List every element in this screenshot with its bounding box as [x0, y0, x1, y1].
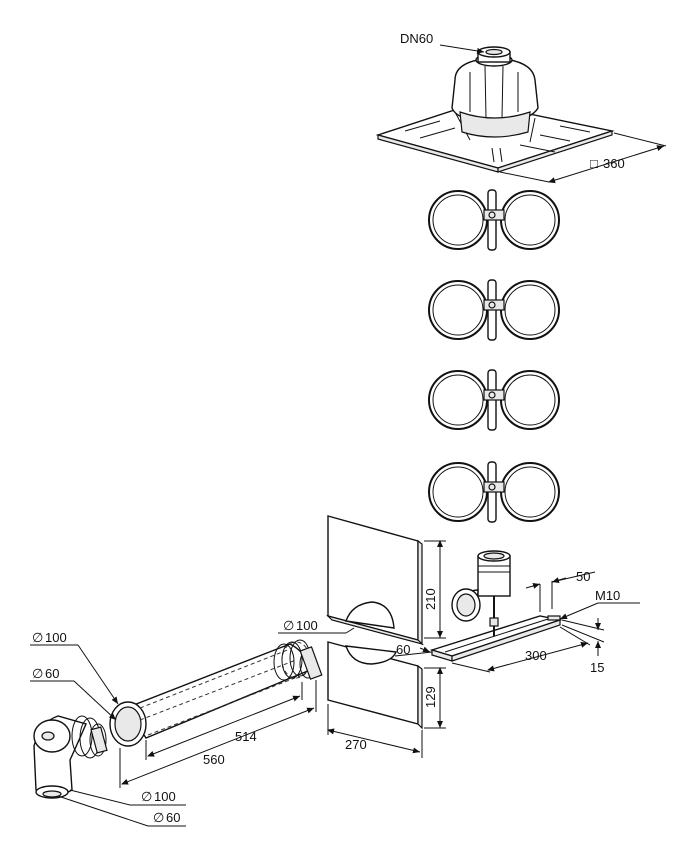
square-symbol: □: [590, 156, 598, 171]
dia-60-upper-leader: [30, 680, 117, 721]
wall-plate-lower: [327, 641, 423, 730]
dim-129-label: 129: [423, 686, 438, 708]
wall-plate-upper: [325, 515, 425, 646]
dia-100-pipe-label: 100: [296, 618, 318, 633]
dia-100-pipe-leader: [278, 627, 355, 634]
roof-flashing: [375, 46, 615, 173]
dia-100-upper-label: 100: [45, 630, 67, 645]
dia-symbol-a: ∅: [32, 630, 43, 645]
dim-60-bracket-label: 60: [396, 642, 410, 657]
dim-514-label: 514: [235, 729, 257, 744]
pipe-clamp-2: [428, 279, 560, 341]
elbow-fitting: [33, 715, 108, 799]
dia-60-upper-label: 60: [45, 666, 59, 681]
dia-symbol-c: ∅: [283, 618, 294, 633]
dia-symbol-b: ∅: [32, 666, 43, 681]
dia-symbol-d: ∅: [141, 789, 152, 804]
dim-560-label: 560: [203, 752, 225, 767]
dia-100-upper-leader: [30, 644, 119, 705]
support-bracket: [429, 550, 563, 662]
dia-100-lower-leader: [69, 789, 186, 806]
dim-15-label: 15: [590, 660, 604, 675]
dim-50: [525, 571, 596, 612]
pipe-clamp-1: [428, 189, 560, 251]
dim-560: [119, 680, 317, 788]
m10-leader: [559, 602, 640, 620]
dim-129: [424, 667, 446, 729]
dia-symbol-e: ∅: [153, 810, 164, 825]
dim-360: [499, 132, 667, 184]
dim-15: [561, 618, 605, 656]
dim-60-bracket: [394, 646, 433, 657]
pipe-clamp-4: [428, 461, 560, 523]
dia-60-lower-label: 60: [166, 810, 180, 825]
concentric-pipe: [109, 639, 323, 747]
dim-210-label: 210: [423, 588, 438, 610]
pipe-clamp-3: [428, 369, 560, 431]
dim-270: [327, 704, 423, 758]
dim-360-label: 360: [603, 156, 625, 171]
dim-300: [451, 626, 591, 673]
dim-50-label: 50: [576, 569, 590, 584]
dn60-label: DN60: [400, 31, 433, 46]
dn60-leader: [439, 44, 485, 54]
dia-100-lower-label: 100: [154, 789, 176, 804]
dim-300-label: 300: [525, 648, 547, 663]
m10-label: M10: [595, 588, 620, 603]
dim-210: [424, 540, 446, 639]
dia-60-lower-leader: [57, 795, 186, 827]
dim-270-label: 270: [345, 737, 367, 752]
